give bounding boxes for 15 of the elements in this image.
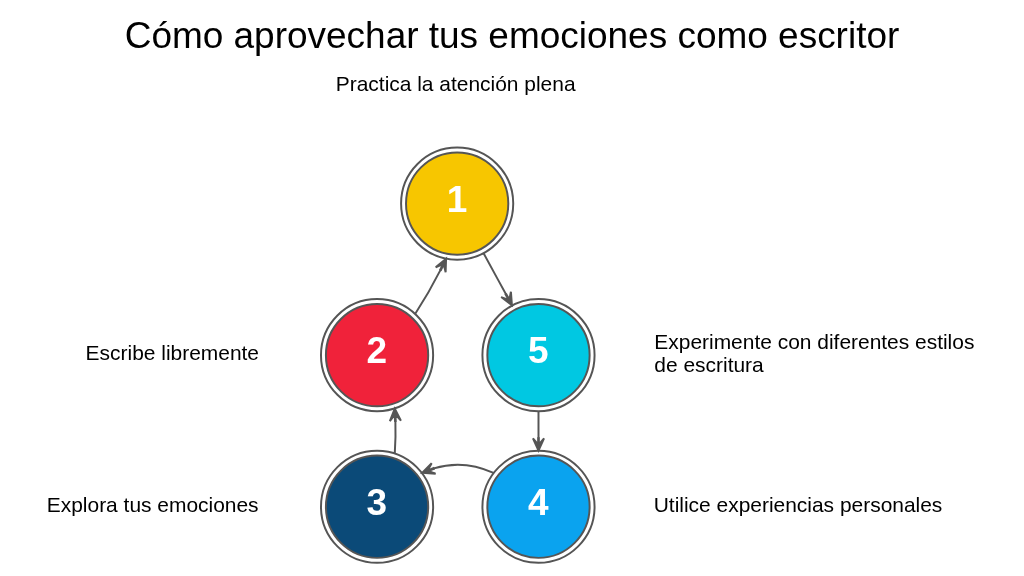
node-label: Experimente con diferentes estilos de escritura — [654, 329, 975, 376]
node-circle: 4 — [481, 449, 596, 564]
arrow — [531, 410, 546, 452]
arrow — [482, 252, 513, 307]
node-label: Utilice experiencias personales — [653, 492, 943, 516]
node-label: Explora tus emociones — [46, 492, 259, 516]
node-label: Practica la atención plena — [335, 71, 576, 95]
diagram-title: Cómo aprovechar tus emociones como escritor — [124, 14, 900, 56]
node-circle: 5 — [481, 298, 596, 413]
arrow — [421, 462, 495, 475]
node-circle: 2 — [320, 298, 435, 413]
arrow — [414, 257, 448, 315]
arrow — [388, 407, 402, 455]
node-label: Escribe libremente — [85, 341, 259, 365]
node-circle: 1 — [400, 146, 515, 261]
